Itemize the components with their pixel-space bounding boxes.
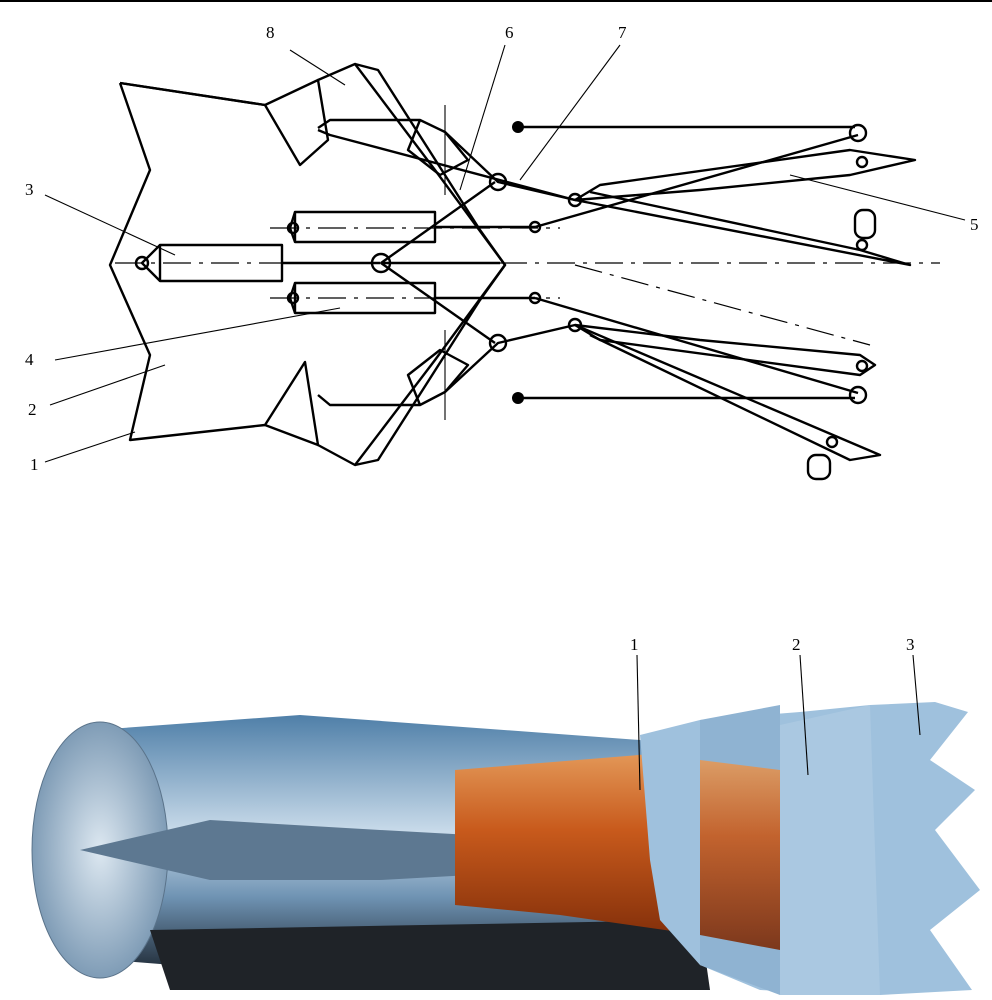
label-7: 7 bbox=[618, 23, 627, 42]
pivot-marker-icon bbox=[512, 121, 524, 133]
engine-label-2: 2 bbox=[792, 635, 801, 654]
engine-label-3: 3 bbox=[906, 635, 915, 654]
pivot-marker-icon bbox=[512, 392, 524, 404]
engine-cutaway-illustration bbox=[31, 654, 980, 995]
label-1: 1 bbox=[30, 455, 39, 474]
label-8: 8 bbox=[266, 23, 275, 42]
label-3: 3 bbox=[25, 180, 34, 199]
engine-label-1: 1 bbox=[630, 635, 639, 654]
page-header-rule bbox=[0, 0, 992, 2]
label-6: 6 bbox=[505, 23, 514, 42]
label-2: 2 bbox=[28, 400, 37, 419]
label-5: 5 bbox=[970, 215, 979, 234]
label-4: 4 bbox=[25, 350, 34, 369]
schematic-drawing bbox=[44, 44, 966, 481]
engine-labels: 1 2 3 bbox=[630, 635, 915, 654]
schematic-labels: 1 2 3 4 5 6 7 8 bbox=[25, 23, 979, 474]
